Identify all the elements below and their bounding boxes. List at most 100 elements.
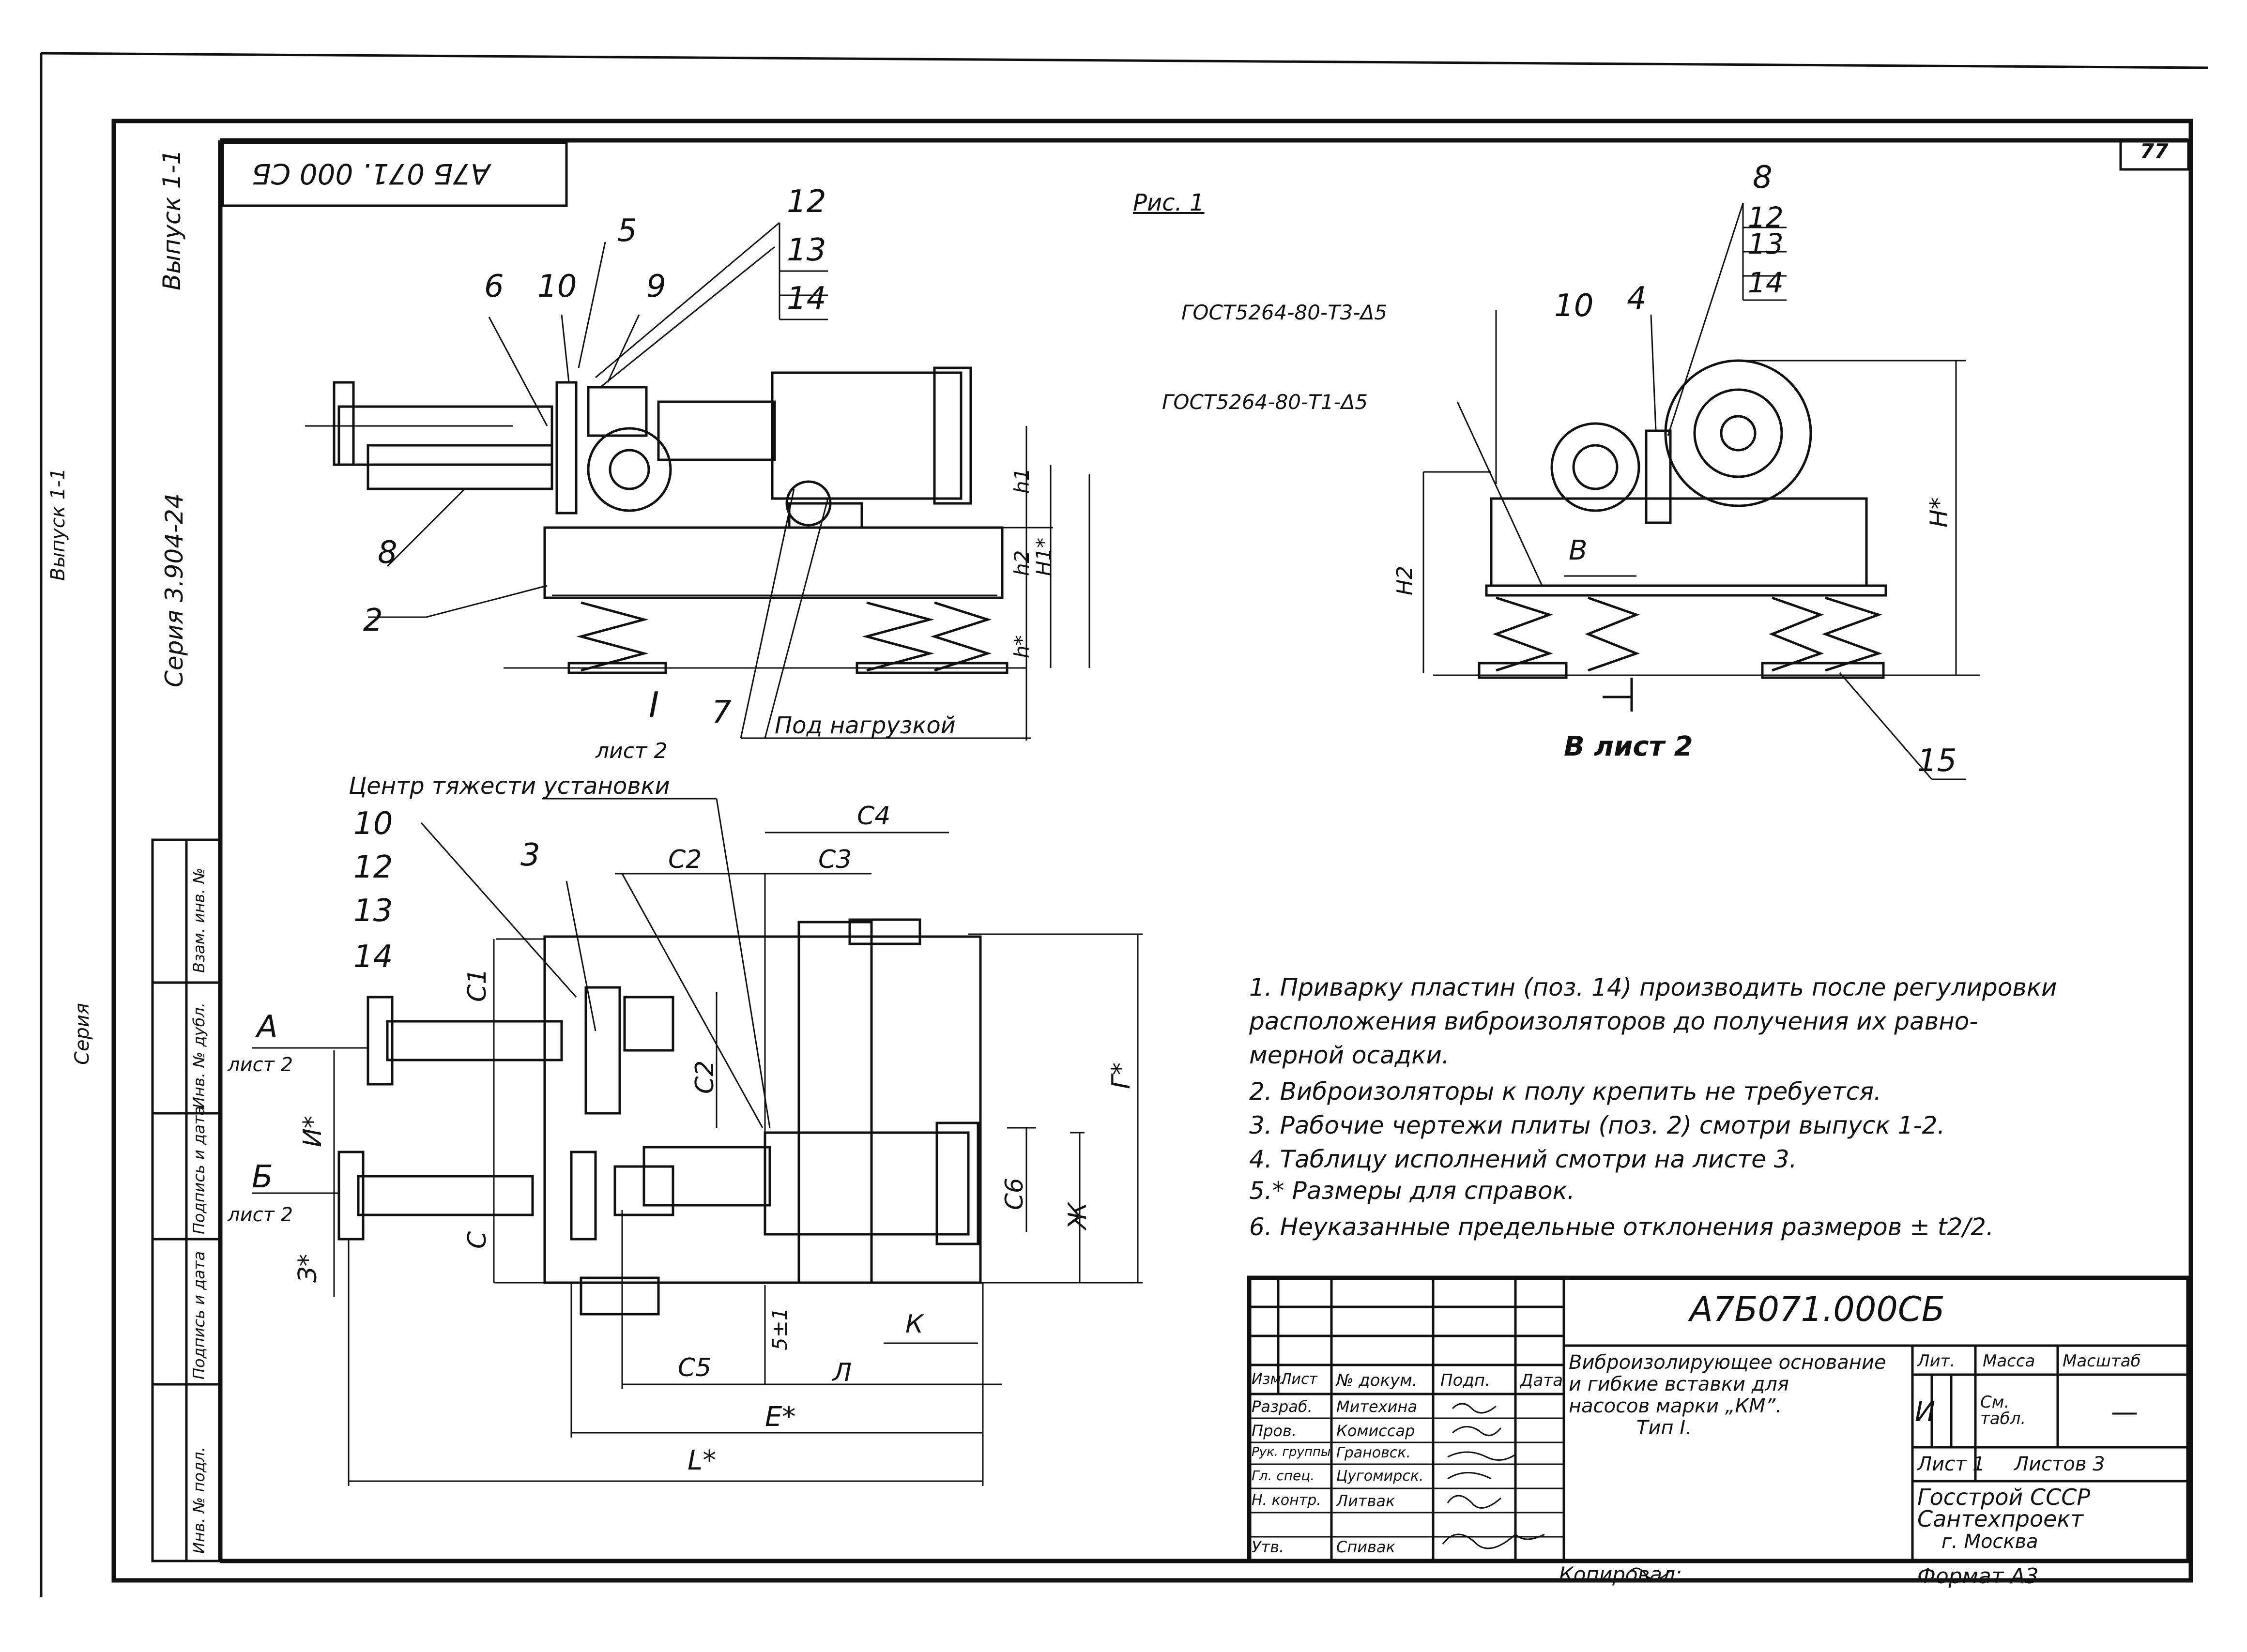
v1-callout-12: 12 [787,184,826,220]
arrow-a-ref: лист 2 [228,1054,293,1076]
note-line: мерной осадки. [1249,1041,1450,1069]
tb-role: Утв. [1252,1538,1284,1556]
tb-hdr-izm: Изм. [1252,1371,1286,1388]
plan-dim-zh: Ж [1063,1202,1092,1229]
plan-callout-12: 12 [353,849,393,885]
footer-copied: Копировал: [1559,1562,1682,1586]
v2-callout-10: 10 [1554,288,1594,324]
v1-load-note: Под нагрузкой [775,712,956,739]
tb-org: г. Москва [1941,1531,2038,1553]
tb-name: Цугомирск. [1336,1468,1424,1485]
plan-dim-c6: C6 [1000,1178,1028,1210]
v2-callout-4: 4 [1627,281,1647,317]
strip-podpis-2: Подпись и дата [190,1251,208,1379]
v2-gost-2: ГОСТ5264-80-Т1-Δ5 [1162,390,1368,414]
plan-callout-10: 10 [353,806,393,842]
tb-org: Госстрой СССР [1917,1484,2091,1510]
v2-callout-14: 14 [1748,266,1784,299]
tb-name: Комиссар [1336,1422,1415,1440]
plan-view-drawing [252,798,1143,1486]
plan-dim-z: З* [293,1254,322,1283]
vypusk-outer-label: Выпуск 1-1 [47,468,69,581]
tb-lit-value: И [1915,1396,1935,1428]
plan-dim-c2-side: C2 [690,1060,719,1094]
seriya-inner-label: Серия 3.904-24 [160,493,188,687]
plan-dim-l: Л [833,1358,852,1387]
strip-podpis-1: Подпись и дата [190,1106,208,1234]
strip-vzam-inv: Взам. инв. № [190,867,208,973]
note-line: 3. Рабочие чертежи плиты (поз. 2) смотри… [1249,1111,1945,1139]
tb-name: Литвак [1336,1492,1395,1510]
v1-callout-7: 7 [712,695,732,730]
v2-dim-H-star: H* [1925,497,1953,528]
note-line: 4. Таблицу исполнений смотри на листе 3. [1249,1145,1797,1173]
signatures [1442,1403,1671,1580]
tb-title-line: Виброизолирующее основание [1569,1351,1886,1374]
v1-callout-9: 9 [646,269,666,304]
tb-role: Рук. группы [1252,1445,1331,1459]
v2-gost-1: ГОСТ5264-80-Т3-Δ5 [1181,301,1388,324]
tb-name: Грановск. [1336,1444,1411,1461]
plan-dim-c: C [463,1231,492,1249]
v1-callout-10: 10 [537,269,577,304]
tb-title-line: и гибкие вставки для [1569,1373,1789,1395]
plan-dim-i: И* [298,1116,327,1147]
v1-dim-h1: h1 [1010,468,1034,494]
v1-callout-8: 8 [378,535,397,571]
plan-dim-c3: C3 [818,845,852,874]
doc-code-rotated: А7Б 071. 000 СБ [252,157,490,190]
tb-hdr-lit: Лит. [1917,1351,1956,1371]
strip-inv-dubl: Инв. № дубл. [190,1002,208,1108]
tb-org: Сантехпроект [1917,1506,2084,1532]
v2-callout-12: 12 [1748,201,1784,234]
sheet-number: 77 [2140,139,2169,163]
v1-callout-5: 5 [617,213,637,249]
v1-dim-h-star: h* [1010,635,1034,658]
v1-callout-2: 2 [363,603,383,638]
tb-designation: А7Б071.000СБ [1690,1289,1945,1329]
plan-dim-e: E* [765,1401,796,1433]
tb-role: Пров. [1252,1422,1297,1440]
strip-inv-podl: Инв. № подл. [190,1447,208,1554]
plan-dim-c2-top: C2 [668,845,702,874]
footer-format: Формат А3 [1917,1564,2039,1589]
tb-masshtab-value: — [2111,1396,2138,1428]
v2-callout-8: 8 [1753,160,1773,196]
v1-callout-6: 6 [484,269,504,304]
tb-hdr-ndoc: № докум. [1336,1371,1418,1390]
plan-dim-c1: C1 [463,968,492,1002]
arrow-b-ref: лист 2 [228,1204,293,1226]
note-line: 5.* Размеры для справок. [1249,1177,1575,1205]
tb-role: Гл. спец. [1252,1468,1315,1484]
tb-role: Н. контр. [1252,1492,1321,1509]
tb-name: Спивак [1336,1538,1395,1556]
plan-callout-13: 13 [353,893,393,929]
tb-hdr-masshtab: Масштаб [2063,1351,2141,1371]
tb-hdr-massa: Масса [1983,1351,2035,1371]
v2-dim-H2: H2 [1392,565,1417,595]
v1-callout-14: 14 [787,281,826,317]
tb-sheets: Листов 3 [2014,1453,2105,1475]
view1-drawing [305,222,1090,741]
v1-dim-h2: h2 [1010,550,1034,576]
note-line: 2. Виброизоляторы к полу крепить не треб… [1249,1077,1882,1106]
plan-dim-k: К [905,1310,923,1339]
v1-callout-I: I [649,684,659,725]
tb-hdr-data: Дата [1520,1371,1563,1390]
vypusk-inner-label: Выпуск 1-1 [158,149,186,290]
v1-dim-H1: H1* [1032,537,1055,576]
tb-title-line: Тип I. [1636,1417,1692,1439]
plan-dim-c4: C4 [857,802,891,831]
note-line: 6. Неуказанные предельные отклонения раз… [1249,1213,1994,1241]
plan-dim-L: L* [688,1445,717,1476]
v2-callout-13: 13 [1748,227,1784,260]
arrow-a-letter: А [257,1009,278,1045]
v1-callout-13: 13 [787,232,826,268]
v2-callout-15: 15 [1917,743,1957,779]
title-block-lines [1247,1275,2191,1563]
tb-name: Митехина [1336,1397,1417,1416]
plan-dim-c5: C5 [678,1353,712,1382]
tb-title-line: насосов марки „КМ”. [1569,1395,1782,1417]
